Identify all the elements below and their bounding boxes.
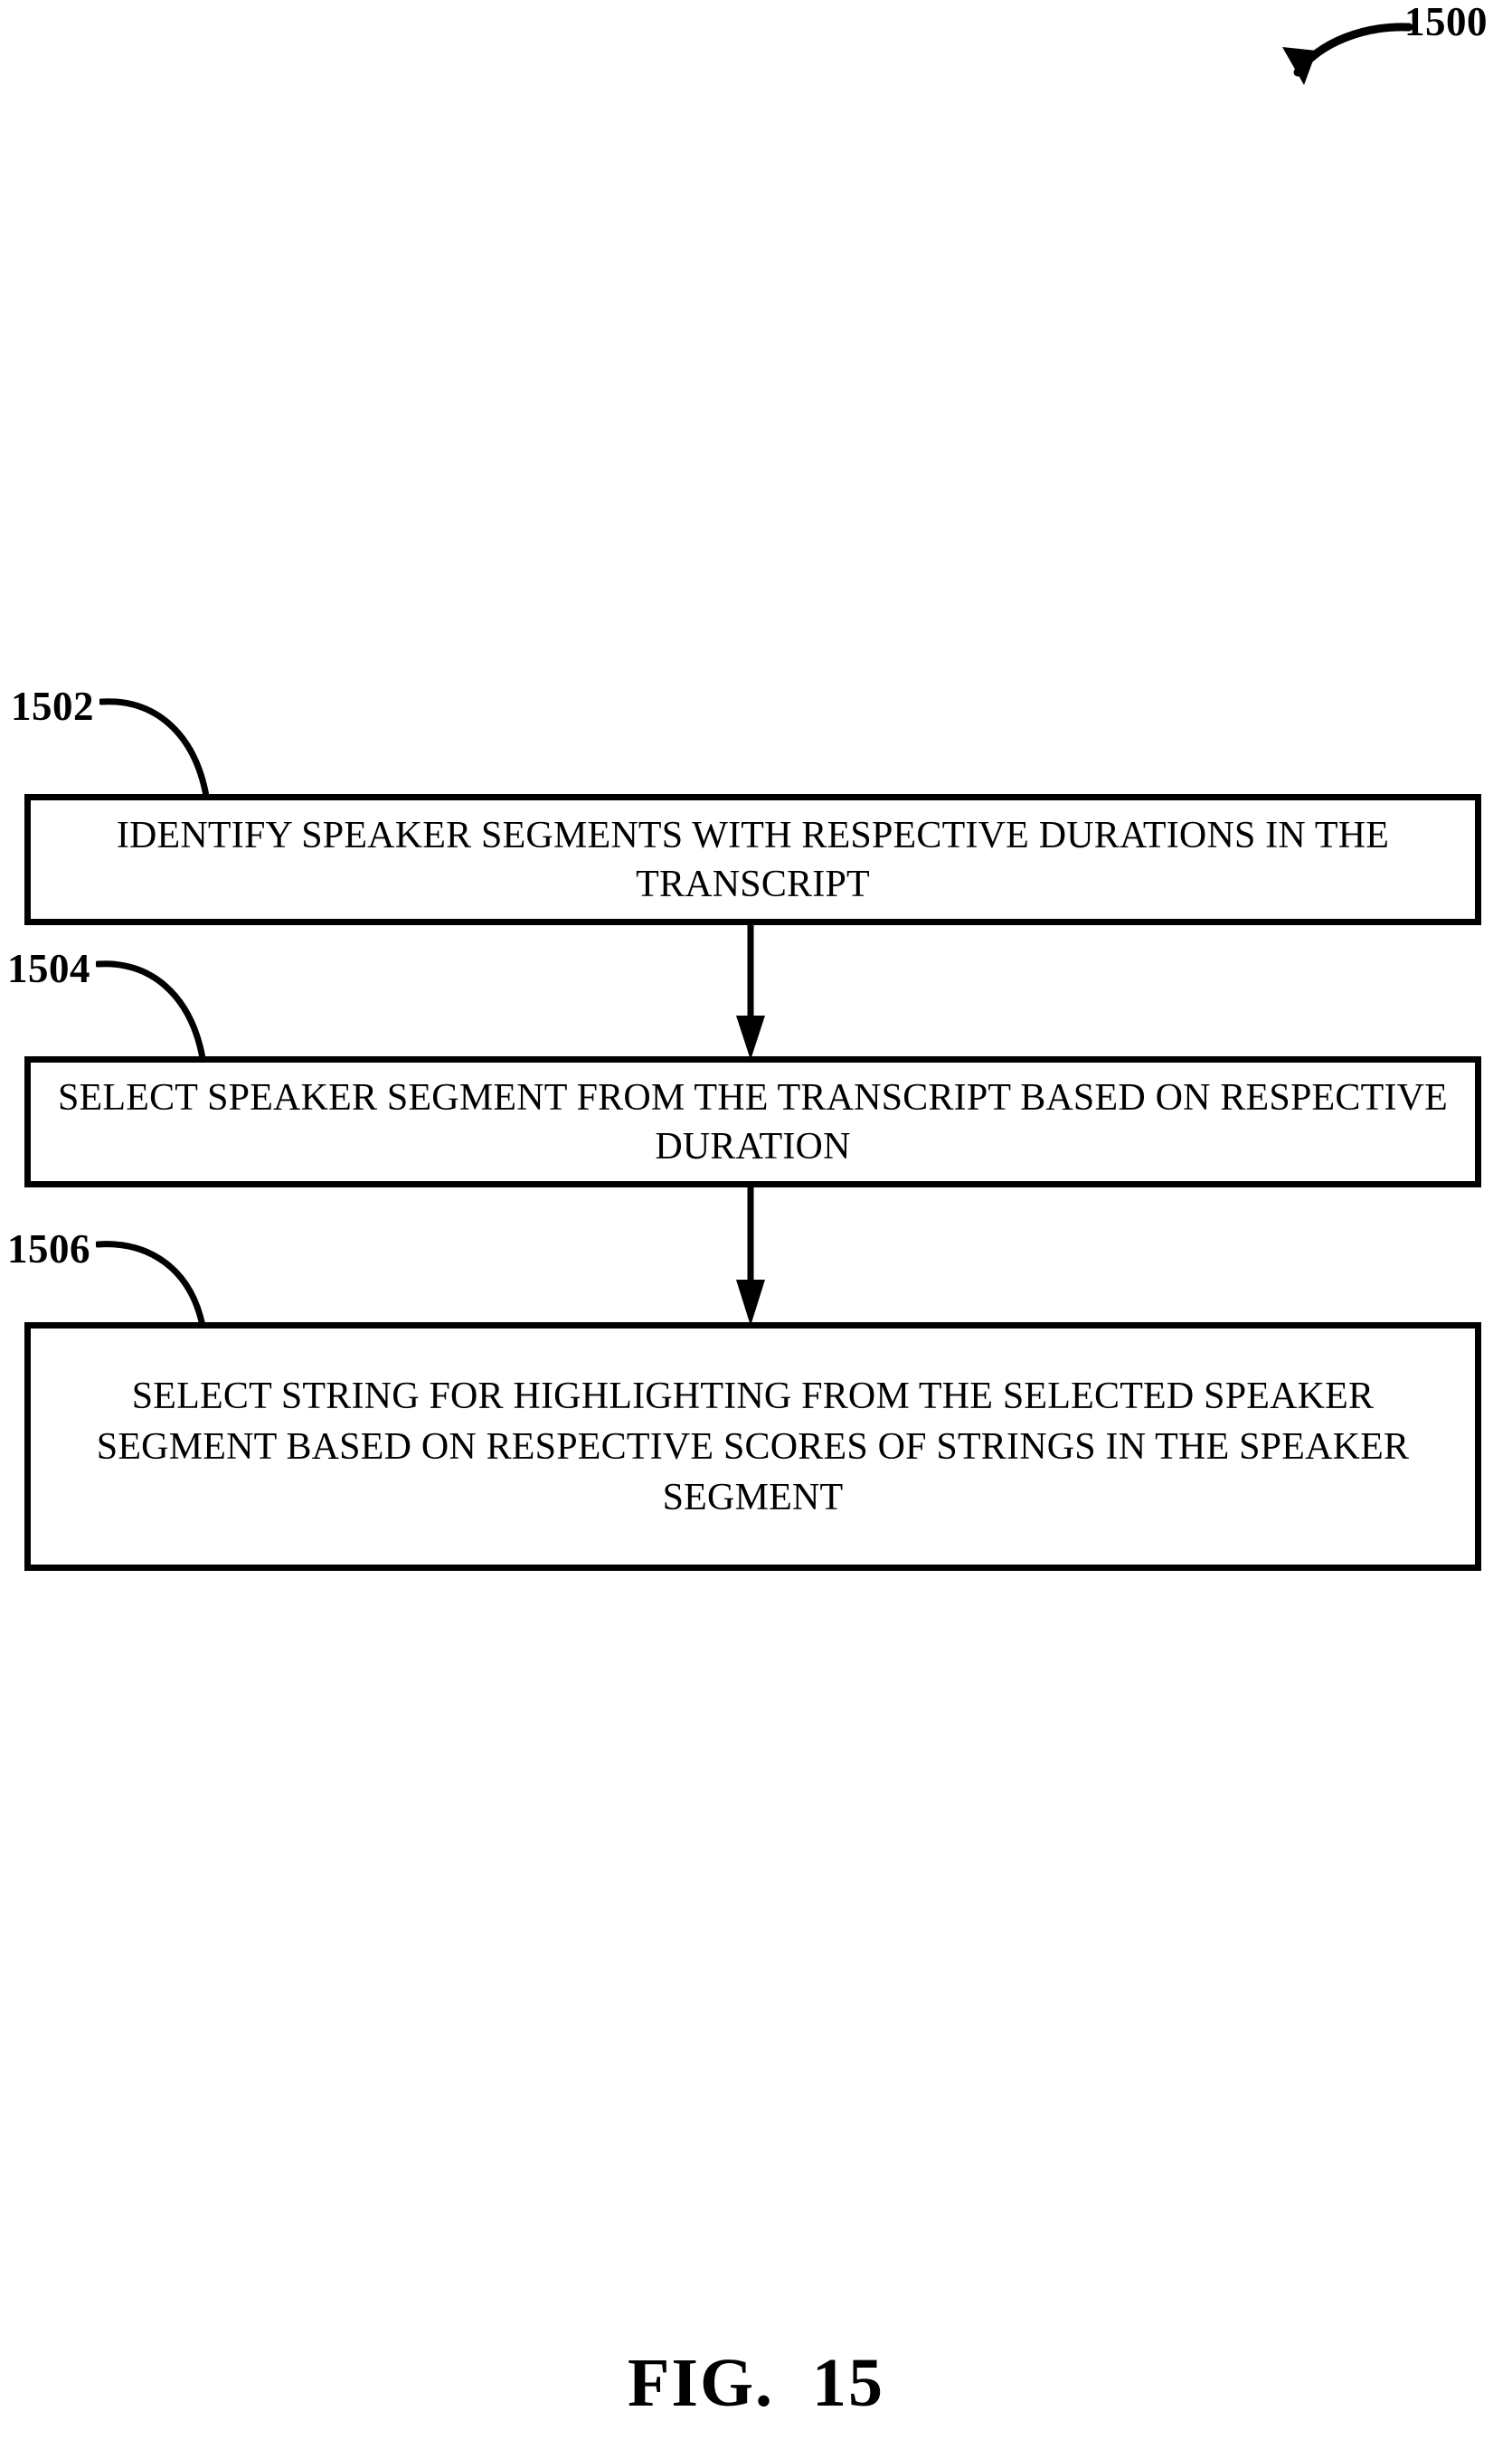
figure-caption: FIG. 15 (627, 2345, 885, 2421)
step-reference-1502: 1502 (11, 684, 94, 729)
process-box-1504-label: SELECT SPEAKER SEGMENT FROM THE TRANSCRI… (57, 1076, 1449, 1168)
connector-arrow-1504-1506-icon (736, 1184, 765, 1326)
figure-reference-arrow-icon (1282, 23, 1413, 85)
process-box-1506: SELECT STRING FOR HIGHLIGHTING FROM THE … (24, 1322, 1481, 1571)
figure-reference-1500: 1500 (1404, 0, 1488, 44)
process-box-1502-label: IDENTIFY SPEAKER SEGMENTS WITH RESPECTIV… (116, 814, 1390, 905)
leader-line-1502-icon (99, 698, 210, 798)
leader-line-1506-icon (96, 1241, 206, 1328)
process-box-1506-label: SELECT STRING FOR HIGHLIGHTING FROM THE … (96, 1375, 1410, 1518)
leader-line-1504-icon (96, 960, 206, 1060)
step-reference-1506: 1506 (7, 1226, 90, 1272)
process-box-1502: IDENTIFY SPEAKER SEGMENTS WITH RESPECTIV… (24, 794, 1481, 925)
connector-arrow-1502-1504-icon (736, 922, 765, 1060)
process-box-1504: SELECT SPEAKER SEGMENT FROM THE TRANSCRI… (24, 1056, 1481, 1187)
step-reference-1504: 1504 (7, 946, 90, 991)
